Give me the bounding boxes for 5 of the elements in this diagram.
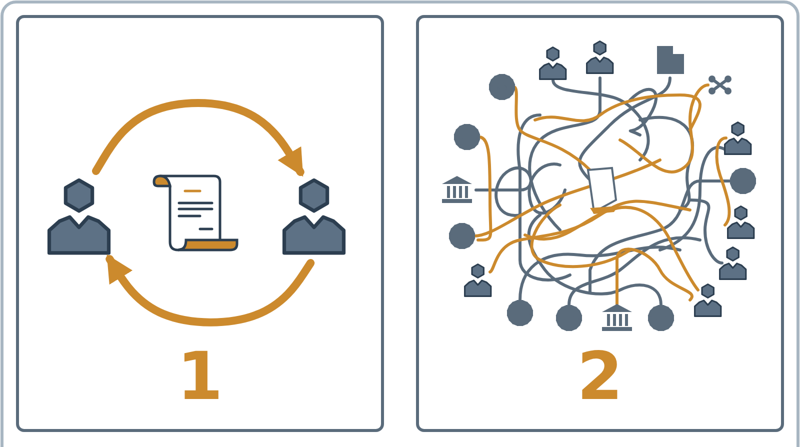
panel-number: 1 <box>177 344 223 410</box>
curved-arrow <box>106 254 315 326</box>
curved-arrow <box>92 98 304 177</box>
panel-frame <box>16 15 384 432</box>
panel-number: 2 <box>577 344 623 410</box>
